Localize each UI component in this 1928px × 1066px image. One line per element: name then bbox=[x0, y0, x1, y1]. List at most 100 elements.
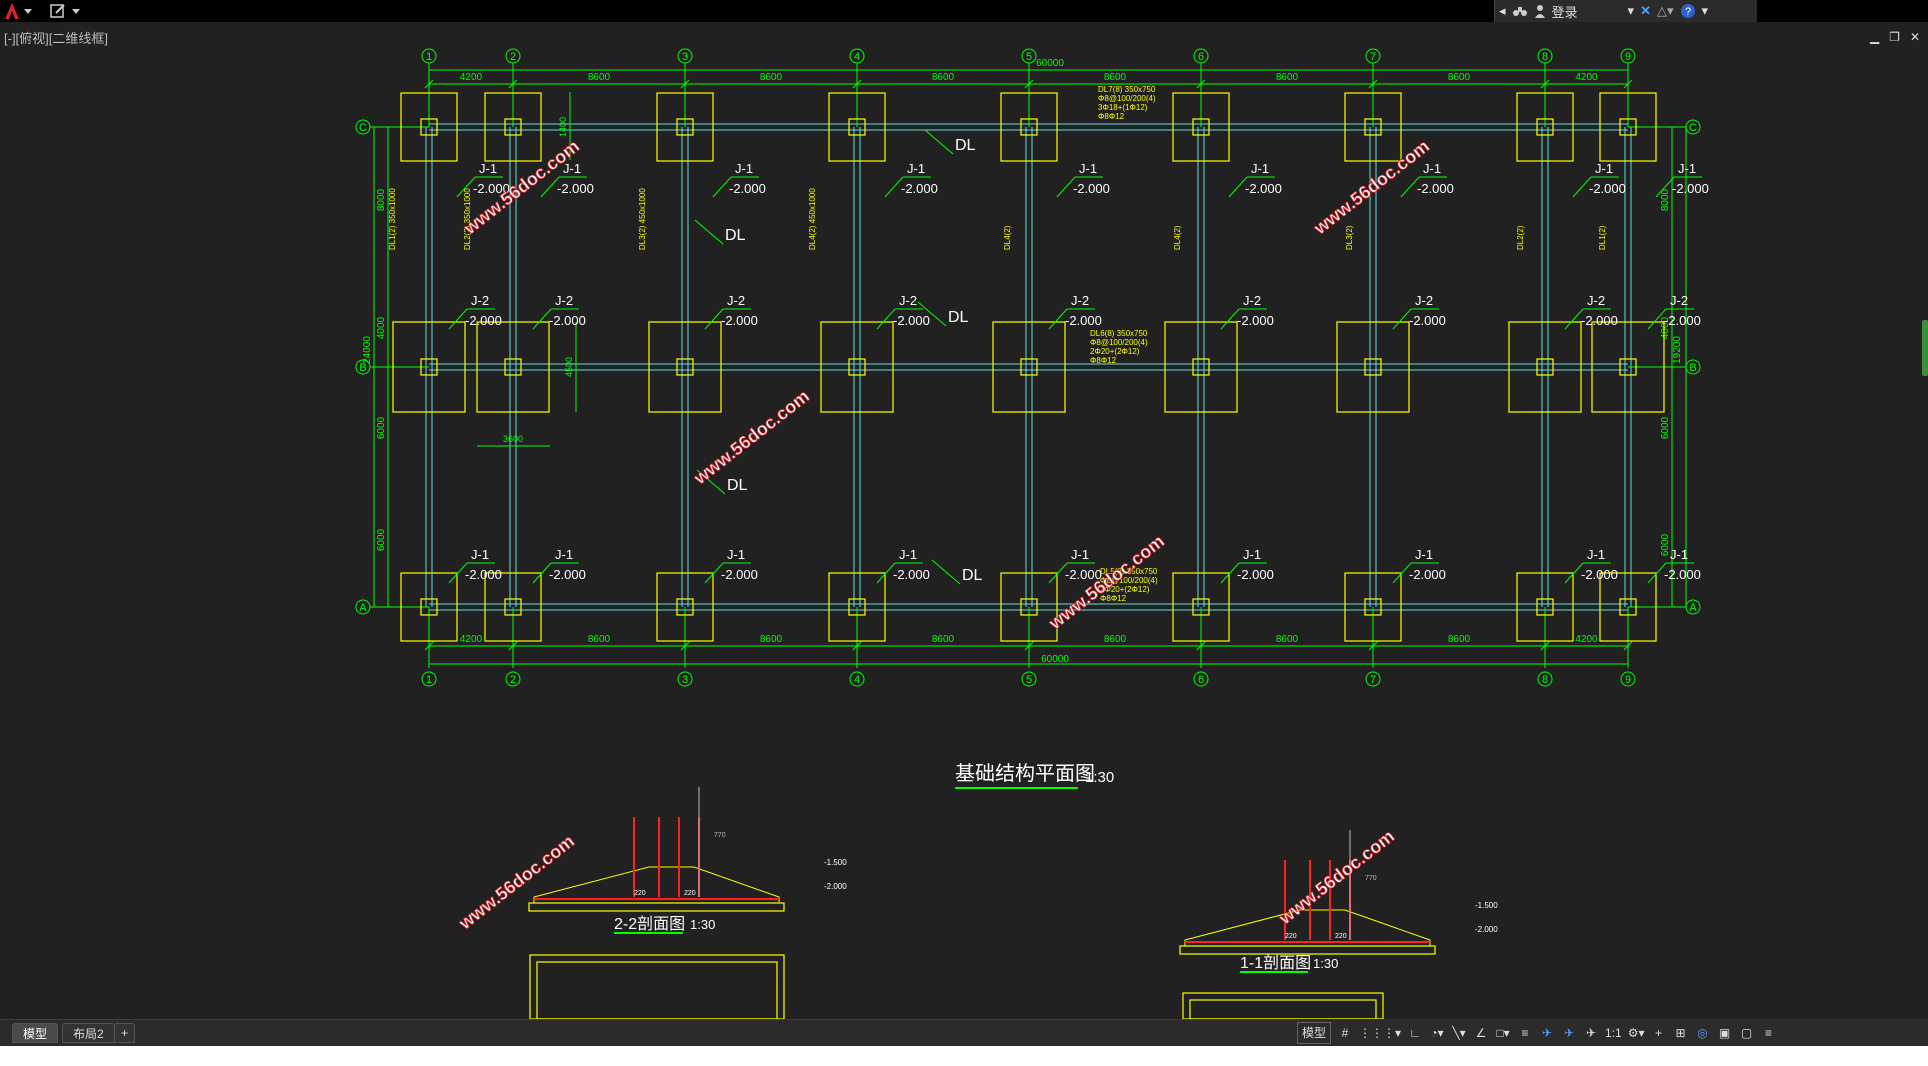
section-title: 2-2剖面图 bbox=[614, 915, 685, 933]
polar-icon[interactable]: ◔▾ bbox=[1430, 1025, 1444, 1040]
help-dropdown-icon[interactable]: ▾ bbox=[1701, 3, 1709, 18]
axis-bubble bbox=[505, 671, 521, 687]
dim-tick bbox=[1024, 641, 1034, 651]
beam-note: 2Φ20+(2Φ12) bbox=[1090, 347, 1140, 356]
footing-j2 bbox=[1336, 321, 1410, 413]
login-link[interactable]: 登录 bbox=[1551, 4, 1578, 20]
elevation-label: -2.000 bbox=[1581, 567, 1618, 582]
axis-bubble bbox=[1620, 671, 1636, 687]
clean-screen-icon[interactable]: ▢ bbox=[1740, 1025, 1753, 1040]
axis-bubble bbox=[505, 48, 521, 64]
level-label: -1.500 bbox=[1475, 901, 1498, 910]
object-snap-icon[interactable]: □▾ bbox=[1496, 1025, 1510, 1040]
restore-icon[interactable]: ❐ bbox=[1889, 30, 1900, 44]
navigation-bar-handle[interactable] bbox=[1922, 320, 1928, 376]
close-icon[interactable]: ✕ bbox=[1909, 30, 1920, 44]
footing-label: J-1 bbox=[1071, 547, 1089, 562]
dim-tick bbox=[1623, 641, 1633, 651]
application-menu-button[interactable] bbox=[2, 0, 42, 22]
beam-label: DL bbox=[725, 227, 746, 244]
elevation-label: -2.000 bbox=[465, 567, 502, 582]
elevation-label: -2.000 bbox=[1073, 181, 1110, 196]
help-icon[interactable]: ? bbox=[1680, 3, 1696, 19]
viewport-controls[interactable]: [-][俯视][二维线框] bbox=[4, 31, 109, 46]
elevation-label: -2.000 bbox=[1581, 313, 1618, 328]
annotation-visibility-icon[interactable]: ✈ bbox=[1542, 1025, 1553, 1040]
dim-text: 19200 bbox=[1672, 336, 1683, 364]
status-bar: 模型 # ⋮⋮⋮▾ ∟ ◔▾ ╲▾ ∠ □▾ ≡ ✈ ✈ ✈ 1:1 ⚙▾ + … bbox=[1297, 1019, 1928, 1046]
axis-label: 5 bbox=[1026, 674, 1032, 686]
axis-bubble bbox=[421, 48, 437, 64]
elevation-label: -2.000 bbox=[1237, 567, 1274, 582]
lineweight-icon[interactable]: ≡ bbox=[1521, 1025, 1529, 1040]
leader bbox=[1655, 176, 1675, 198]
isodraft-icon[interactable]: ╲▾ bbox=[1452, 1025, 1466, 1040]
elevation-label: -2.000 bbox=[721, 313, 758, 328]
collapse-left-icon[interactable]: ◂ bbox=[1499, 3, 1506, 18]
axis-bubble bbox=[1620, 48, 1636, 64]
annotation-scale-icon[interactable]: ✈ bbox=[1586, 1025, 1597, 1040]
taskbar-strip bbox=[0, 1046, 1928, 1066]
plus-icon[interactable]: + bbox=[1655, 1025, 1663, 1040]
beam-note: Φ8@100/200(4) bbox=[1100, 576, 1158, 585]
binoculars-icon[interactable] bbox=[1512, 4, 1528, 18]
dim-text: 770 bbox=[1365, 875, 1377, 882]
ortho-icon[interactable]: ∟ bbox=[1409, 1025, 1421, 1040]
dim-text: 8600 bbox=[1448, 72, 1471, 83]
tab-layout2[interactable]: 布局2 bbox=[62, 1023, 115, 1043]
beam-note: DL1(2) 350x1000 bbox=[388, 188, 397, 250]
elevation-label: -2.000 bbox=[1065, 313, 1102, 328]
plan-scale: 1:30 bbox=[1085, 769, 1114, 786]
elevation-label: -2.000 bbox=[1245, 181, 1282, 196]
workspace-gear-icon[interactable]: ⚙▾ bbox=[1627, 1025, 1645, 1040]
dim-text: 8600 bbox=[760, 72, 783, 83]
leader bbox=[1647, 308, 1667, 330]
footing-label: J-1 bbox=[479, 161, 497, 176]
units-icon[interactable]: ⊞ bbox=[1675, 1025, 1686, 1040]
dim-text: 8600 bbox=[1276, 634, 1299, 645]
grid-icon[interactable]: # bbox=[1341, 1025, 1349, 1040]
model-space-button[interactable]: 模型 bbox=[1297, 1021, 1332, 1044]
leader bbox=[712, 176, 732, 198]
exchange-icon[interactable]: ✕ bbox=[1640, 3, 1651, 18]
auto-scale-icon[interactable]: ✈ bbox=[1564, 1025, 1575, 1040]
snap-icon[interactable]: ⋮⋮⋮▾ bbox=[1359, 1025, 1402, 1040]
footing-j1 bbox=[656, 572, 714, 642]
axis-label: 2 bbox=[510, 51, 516, 63]
a360-icon[interactable]: △▾ bbox=[1656, 3, 1674, 18]
customize-icon[interactable]: ≡ bbox=[1765, 1025, 1773, 1040]
column bbox=[420, 598, 438, 616]
footing-label: J-2 bbox=[471, 293, 489, 308]
minimize-icon[interactable]: ▁ bbox=[1869, 30, 1880, 44]
section-1-1-base bbox=[1179, 945, 1436, 955]
section-detail-box bbox=[529, 954, 785, 1020]
dim-text: 3600 bbox=[503, 434, 523, 444]
quick-access-toolbar[interactable] bbox=[48, 0, 88, 22]
dim-text: 4200 bbox=[460, 72, 483, 83]
leader bbox=[694, 219, 724, 245]
elevation-label: -2.000 bbox=[549, 567, 586, 582]
dim-tick bbox=[680, 79, 690, 89]
isolate-icon[interactable]: ◎ bbox=[1697, 1025, 1708, 1040]
leader bbox=[884, 176, 904, 198]
footing-j1 bbox=[1599, 92, 1657, 162]
axis-label: 9 bbox=[1625, 51, 1631, 63]
beam-note: DL4(2) bbox=[1003, 225, 1012, 250]
footing-label: J-1 bbox=[563, 161, 581, 176]
leader bbox=[532, 308, 552, 330]
elevation-label: -2.000 bbox=[1237, 313, 1274, 328]
add-layout-button[interactable]: + bbox=[114, 1023, 136, 1043]
leader bbox=[704, 562, 724, 584]
leader bbox=[917, 301, 947, 327]
annotation-scale-value[interactable]: 1:1 bbox=[1605, 1025, 1622, 1040]
beam-note: DL5(8) 350x750 bbox=[1100, 567, 1158, 576]
hardware-accel-icon[interactable]: ▣ bbox=[1718, 1025, 1731, 1040]
tab-model[interactable]: 模型 bbox=[12, 1023, 59, 1043]
dim-text: 6000 bbox=[376, 416, 387, 439]
dropdown-arrow-icon[interactable]: ▾ bbox=[1627, 3, 1635, 18]
column bbox=[1192, 358, 1210, 376]
beam-note: DL4(2) bbox=[1173, 225, 1182, 250]
footing-label: J-2 bbox=[555, 293, 573, 308]
osnap-icon[interactable]: ∠ bbox=[1475, 1025, 1487, 1040]
